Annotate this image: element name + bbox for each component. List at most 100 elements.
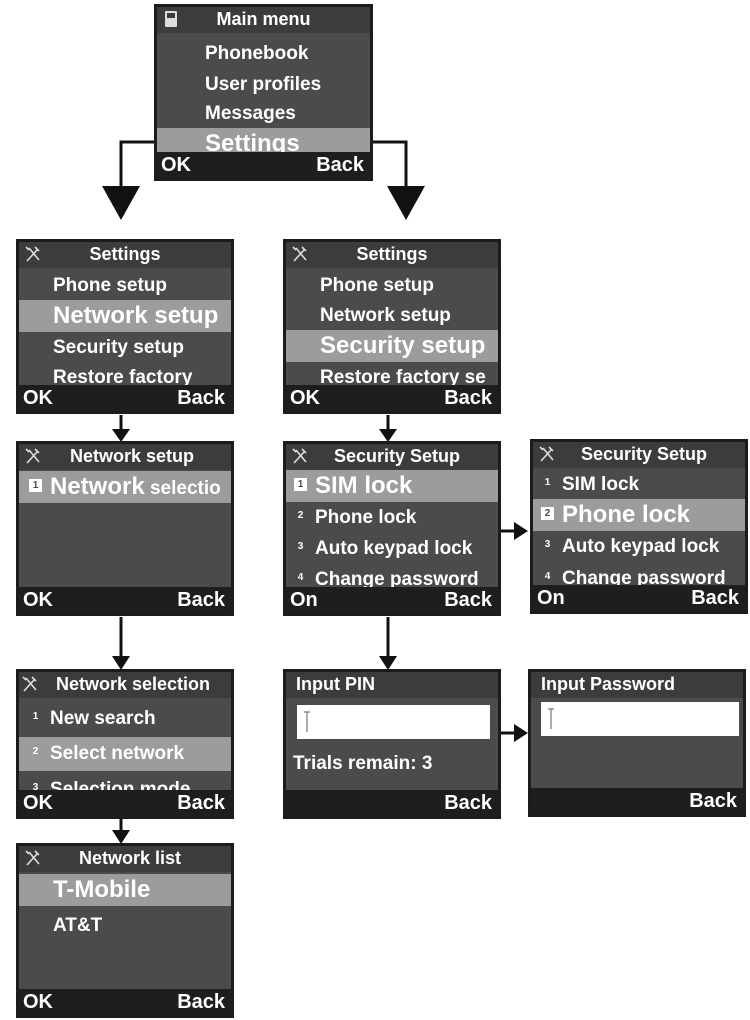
back-softkey[interactable]: Back — [177, 387, 225, 409]
menu-item-security-setup[interactable]: Security setup — [286, 330, 498, 362]
tools-icon — [292, 246, 307, 262]
back-softkey[interactable]: Back — [177, 991, 225, 1013]
connector-main-to-settings-left — [119, 140, 156, 188]
screen-title-bar: Security Setup — [533, 442, 745, 468]
item-number: 4 — [544, 571, 551, 583]
item-number: 2 — [541, 507, 554, 521]
phone-icon — [165, 11, 177, 27]
item-number: 1 — [544, 477, 551, 489]
softkey-bar: On Back — [286, 587, 498, 613]
list-item-t-mobile[interactable]: T-Mobile — [19, 874, 231, 906]
softkey-bar: OK Back — [286, 385, 498, 411]
arrowhead-settings-to-network-setup — [112, 429, 130, 442]
back-softkey[interactable]: Back — [444, 589, 492, 611]
arrowhead-network-setup-to-selection — [112, 656, 130, 670]
ok-softkey[interactable]: OK — [290, 387, 320, 409]
menu-item-restore-factory[interactable]: Restore factory se — [320, 367, 486, 388]
menu-item-network-setup[interactable]: Network setup — [320, 305, 451, 326]
item-number: 4 — [297, 572, 304, 584]
menu-item-security-setup[interactable]: Security setup — [53, 337, 184, 358]
password-input[interactable] — [541, 702, 739, 736]
ok-softkey[interactable]: OK — [23, 589, 53, 611]
on-softkey[interactable]: On — [537, 587, 565, 609]
back-softkey[interactable]: Back — [177, 792, 225, 814]
menu-item-sim-lock[interactable]: 1 SIM lock — [286, 470, 498, 502]
menu-item-user-profiles[interactable]: User profiles — [205, 74, 322, 95]
settings-screen-security: Settings Phone setup Network setup Secur… — [283, 239, 501, 414]
back-softkey[interactable]: Back — [691, 587, 739, 609]
arrowhead-main-to-settings-left — [102, 186, 140, 220]
menu-item-phonebook[interactable]: Phonebook — [205, 43, 309, 64]
softkey-bar: OK Back — [157, 152, 370, 178]
text-cursor-icon — [304, 711, 310, 732]
item-label-rest: selectio — [144, 478, 221, 499]
screen-title: Input PIN — [296, 674, 375, 694]
screen-title-bar: Input PIN — [286, 672, 498, 698]
item-label: New search — [50, 708, 156, 729]
ok-softkey[interactable]: OK — [23, 991, 53, 1013]
screen-title-bar: Network setup — [19, 444, 231, 470]
arrowhead-security-to-input-pin — [379, 656, 397, 670]
item-number: 1 — [32, 711, 39, 723]
list-item-at-t[interactable]: AT&T — [53, 915, 103, 936]
ok-softkey[interactable]: OK — [23, 792, 53, 814]
tools-icon — [22, 676, 37, 692]
arrowhead-settings-to-security-setup — [379, 429, 397, 442]
back-softkey[interactable]: Back — [177, 589, 225, 611]
screen-title: Input Password — [541, 674, 676, 694]
item-number: 1 — [294, 478, 307, 492]
back-softkey[interactable]: Back — [689, 790, 737, 812]
item-number: 3 — [32, 782, 39, 794]
ok-softkey[interactable]: OK — [23, 387, 53, 409]
softkey-bar: Back — [286, 790, 498, 816]
screen-title: Network setup — [69, 446, 195, 466]
menu-item-phone-setup[interactable]: Phone setup — [320, 275, 435, 296]
pin-input[interactable] — [297, 705, 490, 739]
ok-softkey[interactable]: OK — [161, 154, 191, 176]
item-number: 3 — [544, 539, 551, 551]
softkey-bar: OK Back — [19, 989, 231, 1015]
back-softkey[interactable]: Back — [444, 387, 492, 409]
item-label: Network — [50, 473, 145, 500]
screen-title: Security Setup — [580, 444, 708, 464]
screen-title-bar: Input Password — [531, 672, 743, 698]
item-label: Auto keypad lock — [562, 536, 720, 557]
back-softkey[interactable]: Back — [444, 792, 492, 814]
connector-main-to-settings-right — [372, 140, 408, 188]
menu-item-phone-setup[interactable]: Phone setup — [53, 275, 168, 296]
tools-icon — [539, 446, 554, 462]
menu-item-new-search[interactable]: 1 New search — [19, 702, 231, 736]
screen-title-bar: Network selection — [19, 672, 231, 698]
back-softkey[interactable]: Back — [316, 154, 364, 176]
menu-item-phone-lock[interactable]: 2 Phone lock — [533, 499, 745, 531]
softkey-bar: OK Back — [19, 587, 231, 613]
item-number: 3 — [297, 541, 304, 553]
item-label: SIM lock — [315, 472, 413, 499]
menu-item-restore-factory[interactable]: Restore factory — [53, 367, 193, 388]
tools-icon — [25, 448, 40, 464]
menu-item-network-setup[interactable]: Network setup — [19, 300, 231, 332]
menu-item-messages[interactable]: Messages — [205, 103, 296, 124]
screen-title: Network selection — [55, 674, 211, 694]
tools-icon — [25, 850, 40, 866]
tools-icon — [25, 246, 40, 262]
text-cursor-icon — [548, 708, 554, 729]
on-softkey[interactable]: On — [290, 589, 318, 611]
input-pin-screen: Input PIN Trials remain: 3 Back — [283, 669, 501, 819]
menu-item-auto-keypad-lock[interactable]: 3 Auto keypad lock — [533, 531, 745, 563]
item-number: 2 — [297, 510, 304, 522]
item-label: Phone lock — [562, 501, 691, 528]
network-list-screen: Network list T-Mobile AT&T OK Back — [16, 843, 234, 1018]
